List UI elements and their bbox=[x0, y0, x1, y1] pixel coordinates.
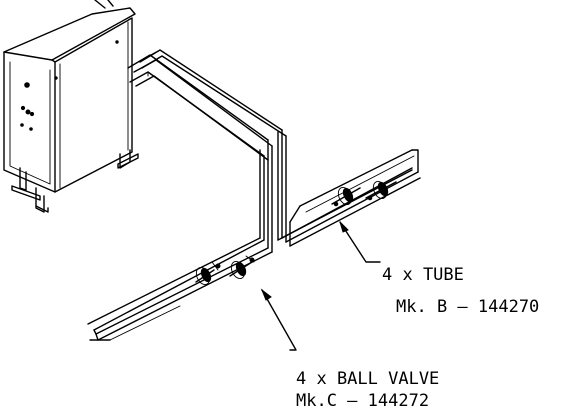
ball-valve-group-left bbox=[195, 255, 255, 285]
leader-tube bbox=[339, 221, 381, 263]
pipe-frame-left bbox=[87, 51, 273, 341]
callout-ball-valve-mark: Mk.C – 144272 bbox=[296, 391, 429, 411]
ball-valve bbox=[331, 187, 361, 207]
cabinet bbox=[3, 0, 139, 213]
callout-tube-quantity: 4 x TUBE bbox=[382, 265, 464, 285]
ball-valve-group-right bbox=[331, 181, 397, 207]
cabinet-base bbox=[11, 149, 139, 213]
callout-tube-mark: Mk. B – 144270 bbox=[396, 297, 539, 317]
pipe-frame-right bbox=[139, 49, 421, 247]
ball-valve bbox=[229, 255, 255, 279]
cabinet-fittings bbox=[20, 40, 119, 131]
ball-valve bbox=[365, 181, 397, 201]
leader-ball-valve bbox=[260, 288, 297, 351]
callout-ball-valve-quantity: 4 x BALL VALVE bbox=[296, 369, 439, 389]
ball-valve bbox=[195, 261, 221, 285]
